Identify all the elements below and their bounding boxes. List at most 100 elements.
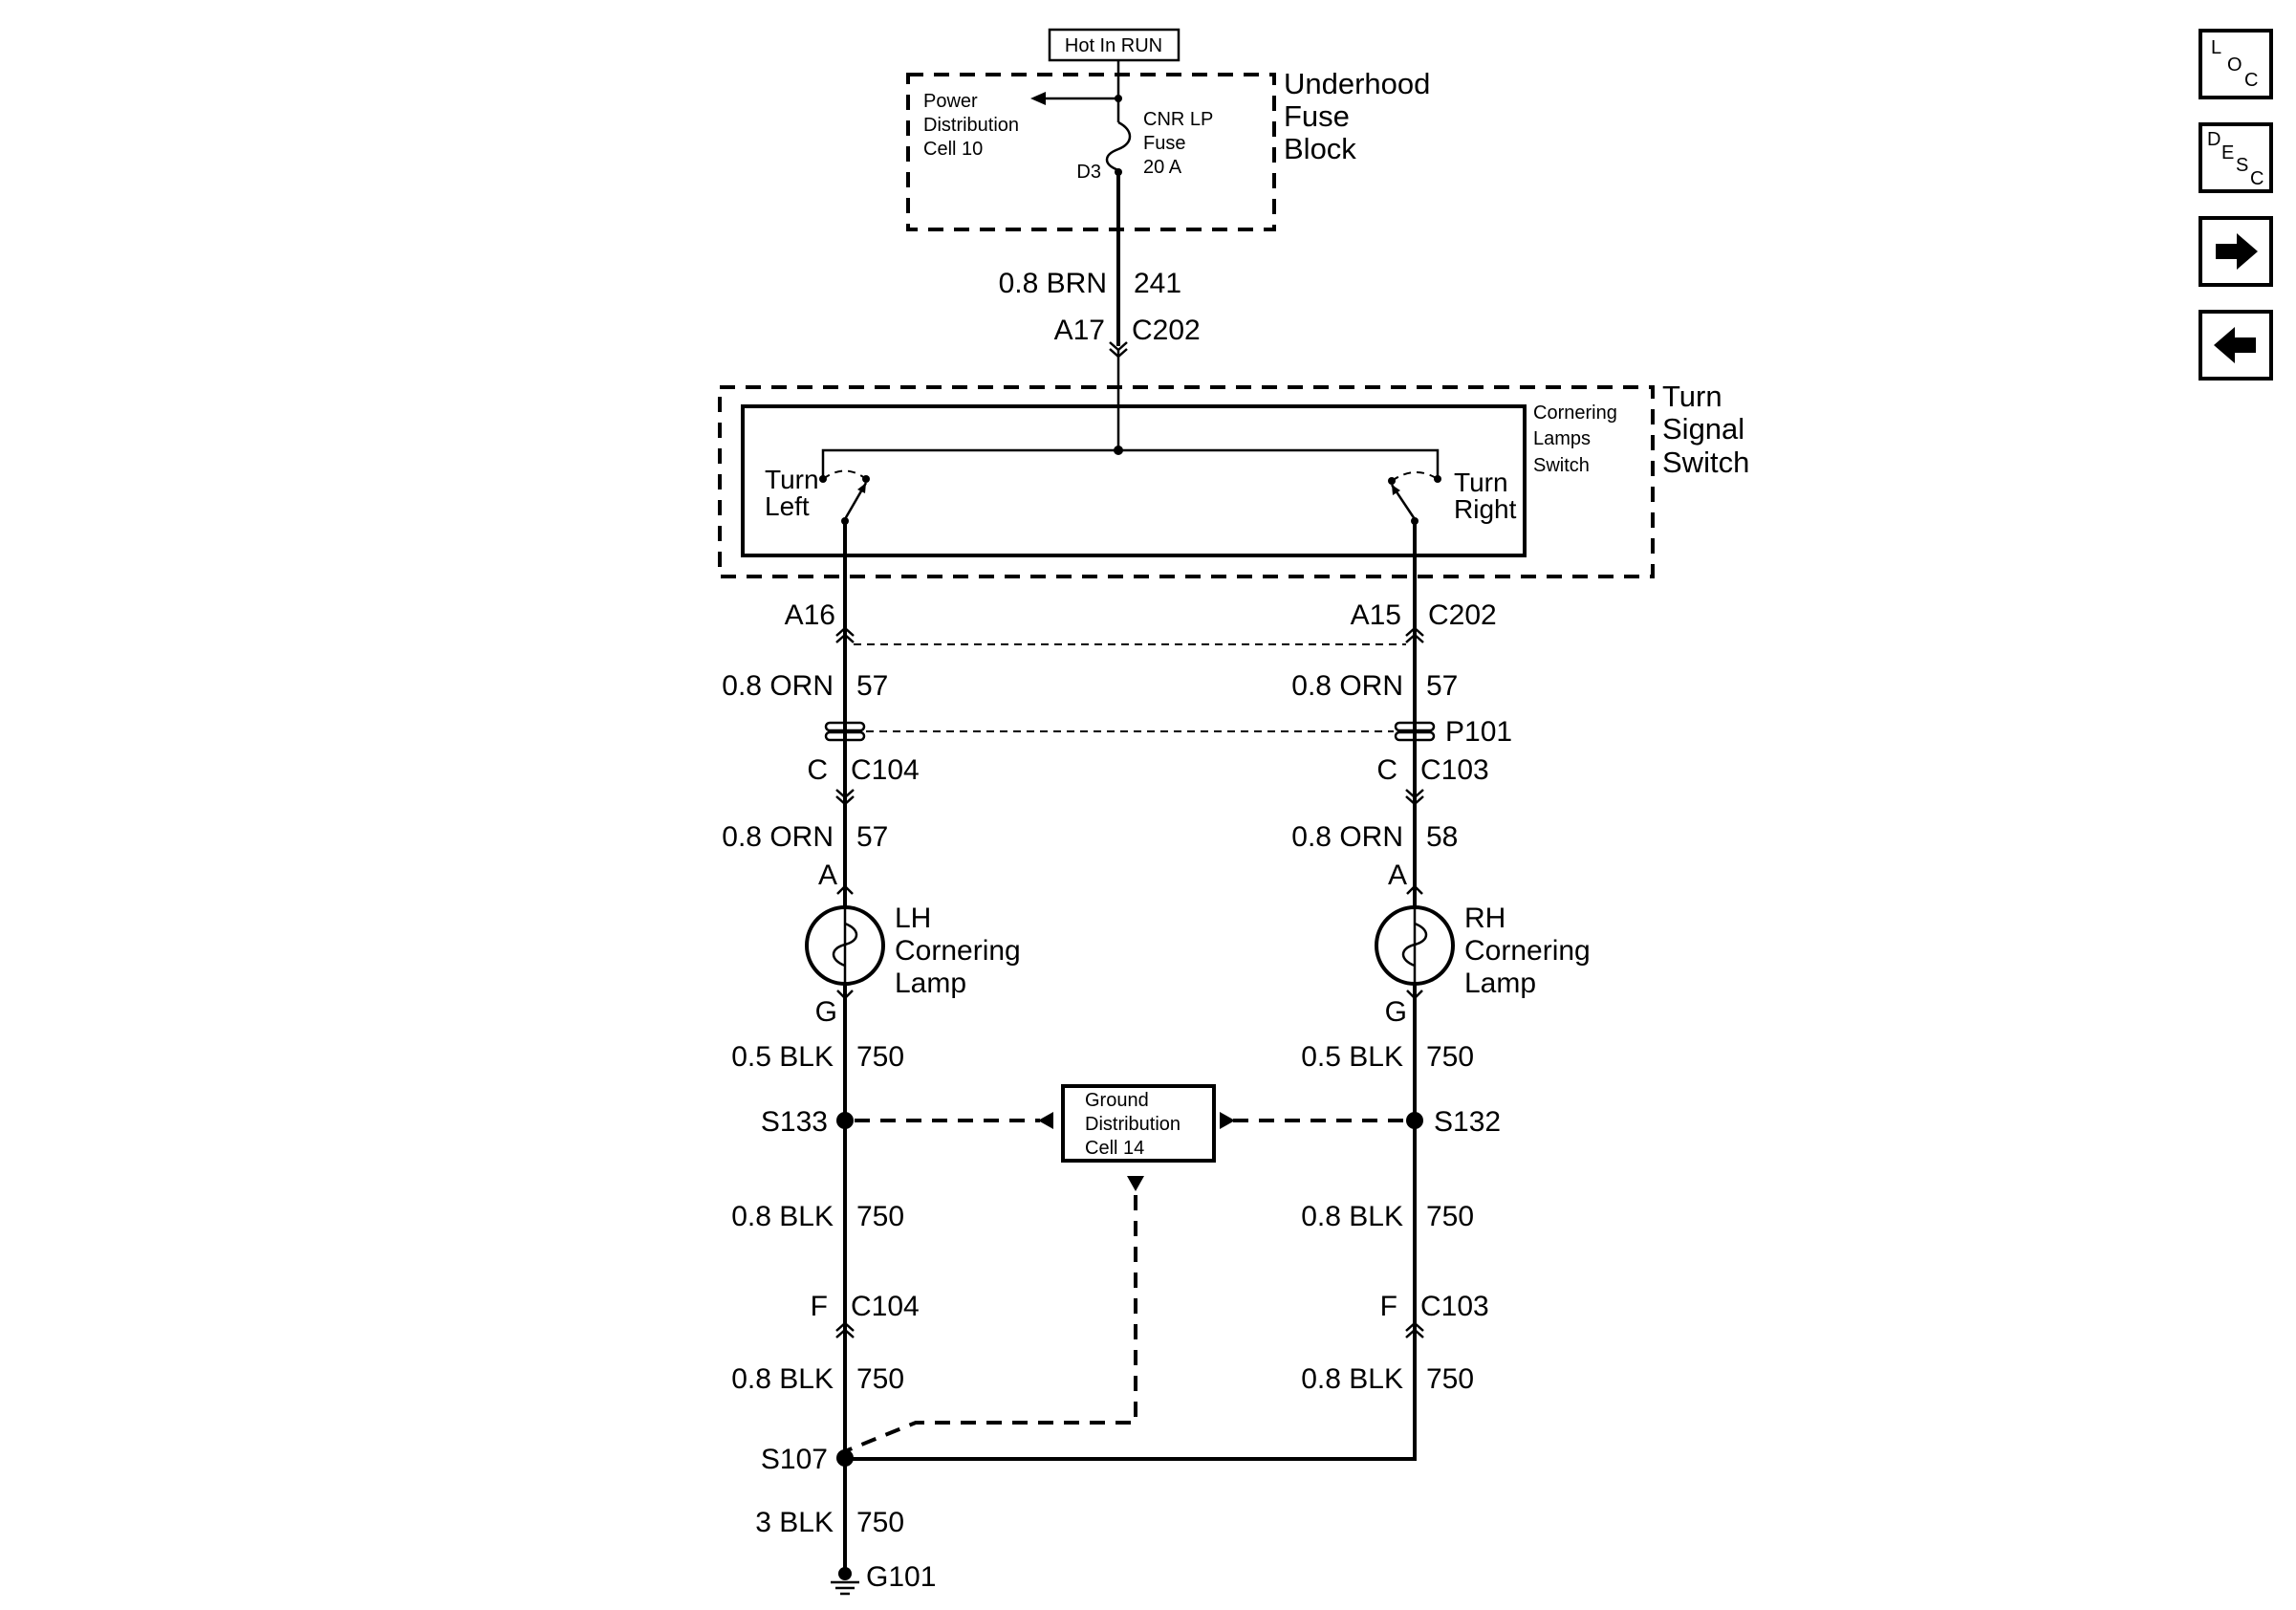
arrow-right-icon: [2216, 233, 2258, 270]
desc-letter-c: C: [2250, 168, 2264, 189]
feed-wire-pin: A17: [1054, 315, 1105, 346]
turn-signal-title-1: Turn: [1662, 380, 1722, 413]
left-wire5-gauge: 0.8 BLK: [731, 1363, 834, 1395]
left-wire3-gauge: 0.5 BLK: [731, 1041, 834, 1073]
turn-right-2: Right: [1454, 494, 1517, 524]
fuse-pin: D3: [1076, 162, 1101, 183]
left-lamp-connector: C104: [851, 754, 920, 786]
left-wire4-gauge: 0.8 BLK: [731, 1201, 834, 1232]
ground-symbol-icon: [831, 1567, 859, 1596]
right-lamp-pin-in: C: [1376, 754, 1397, 786]
power-source-box: Hot In RUN: [1048, 28, 1180, 62]
left-lamp-pin-in: C: [807, 754, 828, 786]
left-lamp-terminal-g: G: [815, 996, 837, 1028]
left-wire4-circuit: 750: [856, 1201, 904, 1232]
power-distribution-1: Power: [923, 91, 978, 112]
right-splice: S132: [1434, 1106, 1501, 1138]
turn-signal-title-3: Switch: [1662, 446, 1749, 479]
right-wire3-circuit: 750: [1426, 1041, 1474, 1073]
left-wire5-circuit: 750: [856, 1363, 904, 1395]
rh-lamp-label-1: RH: [1464, 903, 1505, 934]
right-c202-chevron-icon: [1405, 626, 1424, 637]
right-wire4-gauge: 0.8 BLK: [1301, 1201, 1403, 1232]
fuse-label-1: CNR LP: [1143, 109, 1213, 130]
right-switch-pin: A15: [1351, 599, 1401, 631]
power-distribution-2: Distribution: [923, 115, 1019, 136]
right-inline-connector-icon: [1394, 721, 1436, 742]
lh-lamp-label-3: Lamp: [895, 968, 966, 999]
ground-wire-gauge: 3 BLK: [755, 1507, 834, 1538]
left-wire1-gauge: 0.8 ORN: [722, 670, 834, 702]
power-distribution-3: Cell 10: [923, 139, 983, 160]
feed-wire-circuit: 241: [1134, 268, 1181, 299]
loc-button[interactable]: L O C: [2199, 29, 2273, 99]
loc-letter-c: C: [2244, 70, 2258, 91]
right-wire1-circuit: 57: [1426, 670, 1458, 702]
left-wire1-circuit: 57: [856, 670, 888, 702]
left-wire2-circuit: 57: [856, 821, 888, 853]
cornering-switch-3: Switch: [1533, 455, 1590, 476]
left-ground-pin: F: [811, 1291, 828, 1322]
right-wire2-gauge: 0.8 ORN: [1291, 821, 1403, 853]
right-wire3-gauge: 0.5 BLK: [1301, 1041, 1403, 1073]
cornering-switch-1: Cornering: [1533, 402, 1617, 424]
right-wire1-gauge: 0.8 ORN: [1291, 670, 1403, 702]
right-lamp-connector: C103: [1420, 754, 1489, 786]
rh-cornering-lamp-icon: [1375, 905, 1455, 986]
lh-cornering-lamp-icon: [805, 905, 885, 986]
desc-letter-e: E: [2221, 142, 2234, 163]
ground-splice: S107: [761, 1444, 828, 1475]
right-lamp-terminal-a: A: [1388, 859, 1407, 891]
left-wire3-circuit: 750: [856, 1041, 904, 1073]
turn-right-1: Turn: [1454, 468, 1508, 497]
ground-distribution-1: Ground: [1085, 1090, 1149, 1111]
fuse-label-3: 20 A: [1143, 157, 1182, 178]
lh-lamp-label-1: LH: [895, 903, 931, 934]
turn-signal-title-2: Signal: [1662, 412, 1744, 446]
left-ground-connector: C104: [851, 1291, 920, 1322]
right-switch-connector: C202: [1428, 599, 1497, 631]
rh-lamp-label-3: Lamp: [1464, 968, 1536, 999]
underhood-fuse-block: Underhood Fuse Block Power Distribution …: [906, 60, 1430, 231]
lh-lamp-label-2: Cornering: [895, 935, 1021, 967]
left-switch-pin: A16: [785, 599, 835, 631]
left-c202-chevron-icon: [835, 626, 855, 637]
inline-connector-label: P101: [1445, 716, 1512, 748]
splice-s132-icon: [1406, 1112, 1423, 1129]
ground-wire-circuit: 750: [856, 1507, 904, 1538]
right-wire5-gauge: 0.8 BLK: [1301, 1363, 1403, 1395]
desc-letter-s: S: [2236, 155, 2248, 176]
loc-letter-l: L: [2211, 37, 2221, 58]
power-source-label: Hot In RUN: [1065, 35, 1162, 56]
feed-wire-connector: C202: [1132, 315, 1201, 346]
right-ground-pin: F: [1380, 1291, 1397, 1322]
desc-button[interactable]: D E S C: [2199, 122, 2273, 193]
splice-s133-icon: [836, 1112, 854, 1129]
right-wire2-circuit: 58: [1426, 821, 1458, 853]
next-page-button[interactable]: [2199, 216, 2273, 287]
ground-distribution-box: Ground Distribution Cell 14: [1061, 1084, 1216, 1163]
desc-letter-d: D: [2207, 129, 2220, 150]
turn-left-2: Left: [765, 491, 810, 521]
arrow-left-icon: [2214, 327, 2256, 363]
left-wire2-gauge: 0.8 ORN: [722, 821, 834, 853]
ground-point: G101: [866, 1561, 936, 1593]
loc-letter-o: O: [2227, 54, 2242, 76]
right-lamp-terminal-g: G: [1385, 996, 1407, 1028]
right-ground-connector: C103: [1420, 1291, 1489, 1322]
previous-page-button[interactable]: [2199, 310, 2273, 381]
fuse-label-2: Fuse: [1143, 133, 1185, 154]
feed-wire-gauge: 0.8 BRN: [999, 268, 1107, 299]
fuse-block-title-1: Underhood: [1284, 67, 1430, 100]
ground-distribution-2: Distribution: [1085, 1114, 1180, 1135]
left-inline-connector-icon: [824, 721, 866, 742]
right-wire4-circuit: 750: [1426, 1201, 1474, 1232]
cornering-switch-2: Lamps: [1533, 428, 1591, 449]
turn-signal-switch: Turn Signal Switch Cornering Lamps Switc…: [718, 350, 1749, 578]
ground-distribution-3: Cell 14: [1085, 1138, 1144, 1159]
left-splice: S133: [761, 1106, 828, 1138]
fuse-icon: [1105, 120, 1132, 172]
fuse-block-title-3: Block: [1284, 132, 1356, 165]
